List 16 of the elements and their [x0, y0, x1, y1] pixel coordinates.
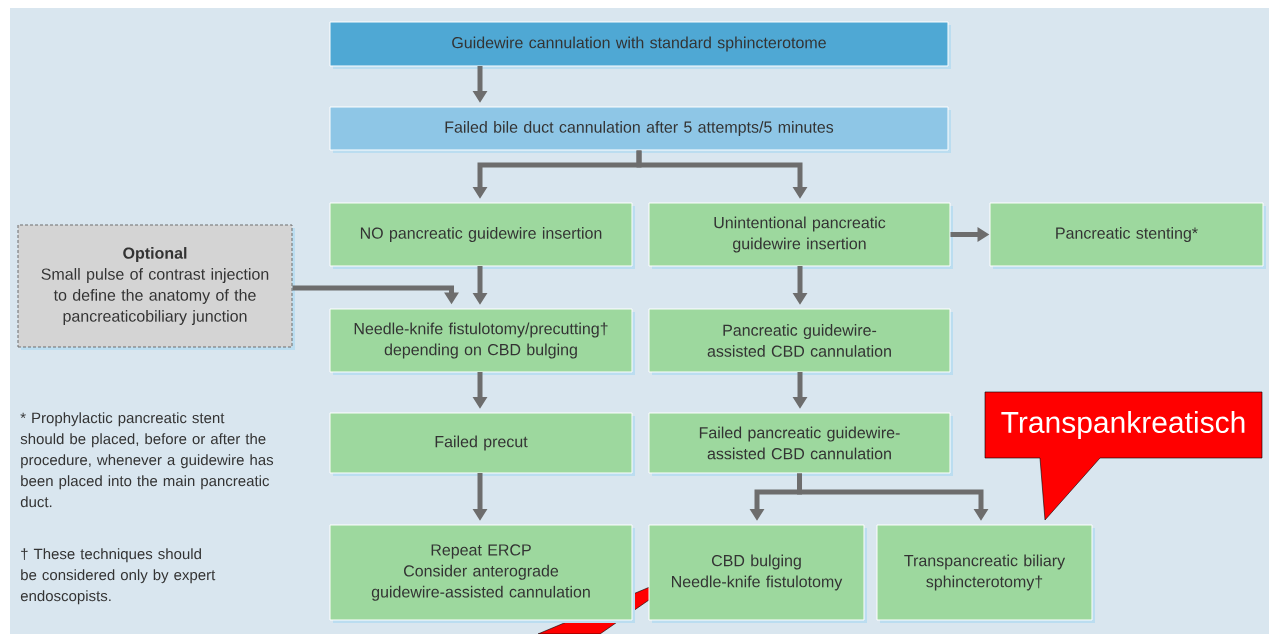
- process-box: Repeat ERCP Consider anterograde guidewire-assisted cannulation: [329, 524, 635, 623]
- process-box: Guidewire cannulation with standard sphincterotome: [329, 21, 951, 69]
- process-box: Failed bile duct cannulation after 5 attempts/5 minutes: [329, 106, 951, 153]
- process-box: Needle-knife fistulotomy/precutting† depending on CBD bulging: [329, 308, 635, 375]
- process-box: NO pancreatic guidewire insertion: [329, 202, 635, 269]
- footnote: * Prophylactic pancreatic stent should be placed, before or after the procedure, whenever a guidewire has been placed into the main pancreatic duct.: [20, 412, 274, 508]
- process-box: Failed pancreatic guidewire-assisted CBD cannulation: [648, 412, 953, 476]
- process-box: Pancreatic guidewire-assisted CBD cannulation: [648, 308, 953, 375]
- process-box: Unintentional pancreatic guidewire insertion: [648, 202, 953, 269]
- footnote: † These techniques should be considered only by expert endoscopists.: [20, 548, 216, 605]
- process-box: Pancreatic stenting*: [989, 202, 1266, 269]
- speech-bubble: Transpankreatisch: [984, 391, 1263, 521]
- process-box: CBD bulging Needle-knife fistulotomy: [648, 524, 867, 623]
- process-box: Transpancreatic biliary sphincterotomy†: [876, 524, 1095, 623]
- note-box: Optional Small pulse of contrast injection to define the anatomy of the pancreaticobiliary junction: [17, 224, 295, 350]
- process-box: Failed precut: [329, 412, 635, 476]
